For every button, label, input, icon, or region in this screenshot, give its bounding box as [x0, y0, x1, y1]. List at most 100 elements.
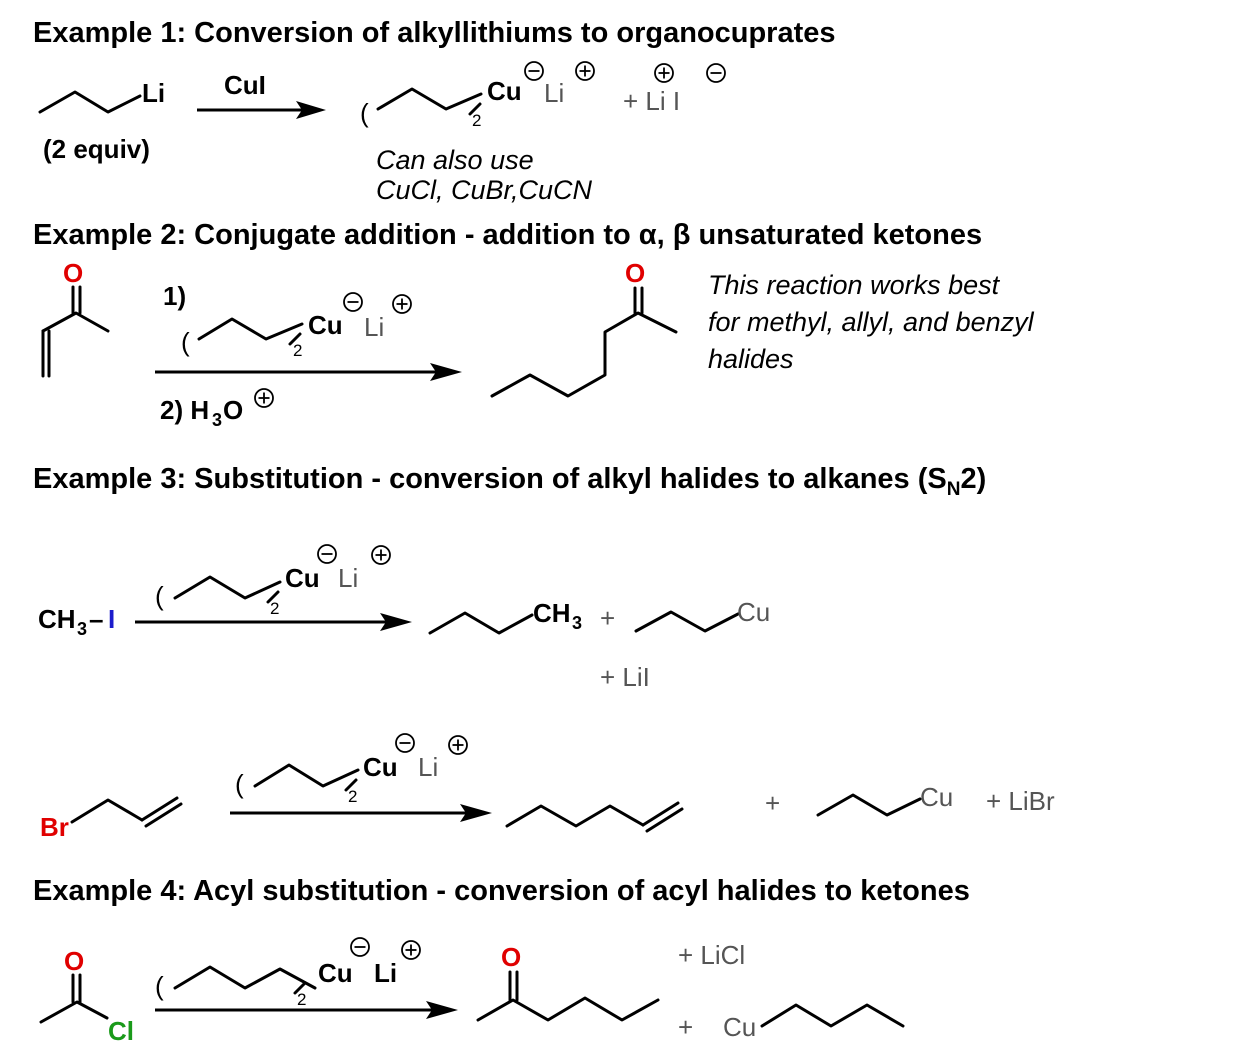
- arrow-4-head: [426, 1001, 458, 1019]
- cuprate-chain-2: [197, 317, 304, 341]
- ch3-sub: 3: [77, 619, 87, 639]
- li-grey-2: Li: [364, 312, 384, 342]
- paren-4: (: [155, 971, 164, 1001]
- bracket-4: [293, 981, 307, 995]
- product-ch3: CH: [533, 598, 571, 628]
- cu-label-2: Cu: [308, 310, 343, 340]
- note1-line2: CuCl, CuBr,CuCN: [376, 175, 593, 205]
- butyl-chain-1: [38, 90, 142, 114]
- arrow-3b-head: [460, 804, 492, 822]
- cu-label-1: Cu: [487, 76, 522, 106]
- li-label-1: Li: [142, 78, 165, 108]
- ketone-product-2: [490, 311, 678, 398]
- chlorine-label: Cl: [108, 1016, 134, 1046]
- example3-title: Example 3: Substitution - conversion of …: [33, 463, 986, 500]
- ch3-label: CH: [38, 604, 76, 634]
- licl-byproduct: + LiCl: [678, 940, 745, 970]
- plus-3b: +: [765, 788, 780, 818]
- iodine-label: I: [108, 604, 115, 634]
- hexene-db-b: [645, 807, 684, 833]
- cui-reagent: CuI: [224, 70, 266, 100]
- minus-charge-3b: [395, 733, 415, 753]
- side-cu-3b: Cu: [920, 782, 953, 812]
- cu-label-3a: Cu: [285, 563, 320, 593]
- paren-3b: (: [235, 769, 244, 799]
- example2-title: Example 2: Conjugate addition - addition…: [33, 219, 982, 251]
- plus-charge-1: [575, 61, 595, 81]
- plus-charge-3b: [448, 735, 468, 755]
- enone-skeleton: [41, 311, 110, 333]
- acetyl-skeleton: [39, 1000, 109, 1024]
- cuprate-chain-3a: [173, 575, 282, 600]
- cu-label-4: Cu: [318, 958, 353, 988]
- bracket-3b: [344, 778, 358, 792]
- byproduct-lii: + Li I: [623, 86, 680, 116]
- li-grey-1: Li: [544, 78, 564, 108]
- sub2-3b: 2: [348, 787, 357, 806]
- paren-3a: (: [155, 581, 164, 611]
- li-grey-3b: Li: [418, 752, 438, 782]
- li-grey-3a: Li: [338, 563, 358, 593]
- plus-charge-1b: [654, 63, 674, 83]
- step2-sub3: 3: [212, 410, 222, 430]
- plus-charge-2: [392, 294, 412, 314]
- minus-charge-1b: [706, 63, 726, 83]
- minus-charge-3a: [317, 544, 337, 564]
- step1-label: 1): [163, 281, 186, 311]
- minus-charge-4: [350, 937, 370, 957]
- pentane-product: [428, 611, 534, 635]
- example1-title: Example 1: Conversion of alkyllithiums t…: [33, 17, 836, 49]
- paren-2: (: [181, 327, 190, 357]
- bracket-3a: [266, 590, 280, 604]
- example4-title: Example 4: Acyl substitution - conversio…: [33, 875, 970, 907]
- plus-charge-4: [401, 940, 421, 960]
- side-cu-4: Cu: [723, 1012, 756, 1042]
- lii-byproduct: + LiI: [600, 662, 650, 692]
- side-cu-chain-3a: [634, 610, 740, 633]
- note2-line2: for methyl, allyl, and benzyl: [708, 307, 1035, 337]
- oxygen-4a: O: [64, 946, 84, 976]
- plus-charge-3a: [371, 545, 391, 565]
- side-cu-chain-3b: [816, 793, 922, 817]
- plus-4: +: [678, 1012, 693, 1042]
- oxygen-4b: O: [501, 942, 521, 972]
- arrow-2-head: [430, 363, 462, 381]
- cu-label-3b: Cu: [363, 752, 398, 782]
- hexene-product: [505, 804, 645, 828]
- sub2-3a: 2: [270, 599, 279, 618]
- arrow-3a-head: [380, 613, 412, 631]
- product-ch3-sub: 3: [572, 613, 582, 633]
- allyl-chain: [70, 798, 144, 824]
- allyl-db-b: [144, 802, 183, 828]
- bracket-2: [288, 332, 302, 346]
- side-cu-3a: Cu: [737, 597, 770, 627]
- cuprate-chain-1: [376, 87, 483, 111]
- side-cu-chain-4: [760, 1003, 905, 1028]
- note2-line3: halides: [708, 344, 794, 374]
- paren-1: (: [360, 98, 369, 128]
- bromine-label: Br: [40, 812, 69, 842]
- cuprate-chain-3b: [253, 763, 360, 788]
- minus-charge-2: [343, 292, 363, 312]
- sub2-1: 2: [472, 111, 481, 130]
- li-label-4: Li: [374, 958, 397, 988]
- ketone-product-4: [476, 996, 660, 1022]
- oxygen-2a: O: [63, 258, 83, 288]
- libr-byproduct: + LiBr: [986, 786, 1055, 816]
- plus-3a: +: [600, 603, 615, 633]
- ch3-dash: –: [89, 604, 103, 634]
- bracket-1: [468, 102, 482, 116]
- oxygen-2b: O: [625, 258, 645, 288]
- sub2-4: 2: [297, 990, 306, 1009]
- cuprate-chain-4: [173, 965, 317, 990]
- hexene-db-a: [641, 801, 680, 827]
- equiv-label: (2 equiv): [43, 134, 150, 164]
- step2-h: 2) H: [160, 395, 209, 425]
- note1-line1: Can also use: [376, 145, 534, 175]
- note2-line1: This reaction works best: [708, 270, 1001, 300]
- arrow-1-head: [296, 101, 326, 119]
- sub2-2: 2: [293, 341, 302, 360]
- minus-charge-1: [524, 61, 544, 81]
- plus-charge-h3o: [254, 388, 274, 408]
